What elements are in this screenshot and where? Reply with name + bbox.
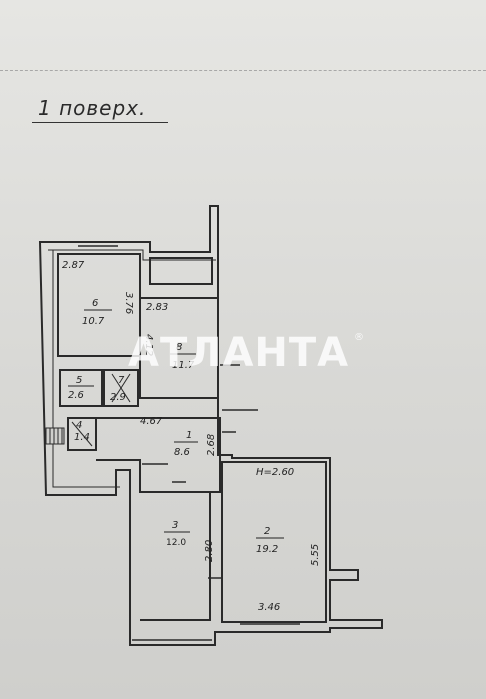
room-3-outline — [140, 491, 211, 621]
room-2-area: 19.2 — [256, 544, 278, 555]
room-4-area: 1.4 — [74, 432, 90, 443]
room-6-area: 10.7 — [82, 316, 105, 327]
floor-title: 1 поверх. — [38, 96, 147, 120]
diagonal-mark — [111, 373, 131, 403]
dimension-label: 2.80 — [204, 540, 215, 562]
diagonal-mark — [71, 421, 93, 447]
room-7-number: 7 — [118, 375, 125, 386]
room-3-number: 3 — [172, 520, 178, 531]
room-8-outline — [139, 297, 219, 399]
inner-wall-line — [48, 249, 216, 261]
room-1-outline — [96, 417, 221, 493]
room-4-outline — [67, 417, 97, 451]
dimension-label: 4.12 — [143, 334, 154, 356]
ceiling-height-label: H=2.60 — [256, 467, 294, 478]
dimension-label: 3.46 — [258, 602, 280, 613]
dimension-label: 3.76 — [123, 292, 134, 314]
left-inner-wall — [52, 250, 120, 488]
dimension-label: 2.68 — [206, 434, 217, 456]
room-6-number: 6 — [92, 298, 98, 309]
room-1-number: 1 — [186, 430, 192, 441]
heater-symbol — [45, 427, 65, 445]
dimension-label: 5.55 — [310, 544, 321, 566]
room-5-outline — [59, 369, 103, 407]
room-8-area: 11.7 — [172, 360, 195, 371]
room-7-area: 2.9 — [110, 392, 126, 403]
room-1-area: 8.6 — [174, 447, 190, 458]
room-3-area: 12.0 — [166, 538, 186, 548]
room-5-area: 2.6 — [68, 390, 84, 401]
room-2-outline — [221, 461, 327, 623]
room-2-number: 2 — [264, 526, 270, 537]
dimension-label: 2.83 — [146, 302, 168, 313]
dimension-label: 2.87 — [62, 260, 85, 271]
room-5-number: 5 — [76, 375, 82, 386]
room-7-outline — [103, 369, 139, 407]
dotted-guide-line — [0, 70, 486, 71]
watermark-registered-mark: ® — [354, 332, 364, 343]
dimension-label: 4.67 — [140, 416, 163, 427]
watermark-logo: АТЛАНТА — [128, 330, 349, 376]
room-4-number: 4 — [76, 420, 82, 431]
room-8-number: 8 — [176, 342, 182, 353]
floor-title-underline — [32, 122, 168, 123]
closet-outline — [149, 257, 213, 285]
outer-wall — [38, 205, 383, 646]
